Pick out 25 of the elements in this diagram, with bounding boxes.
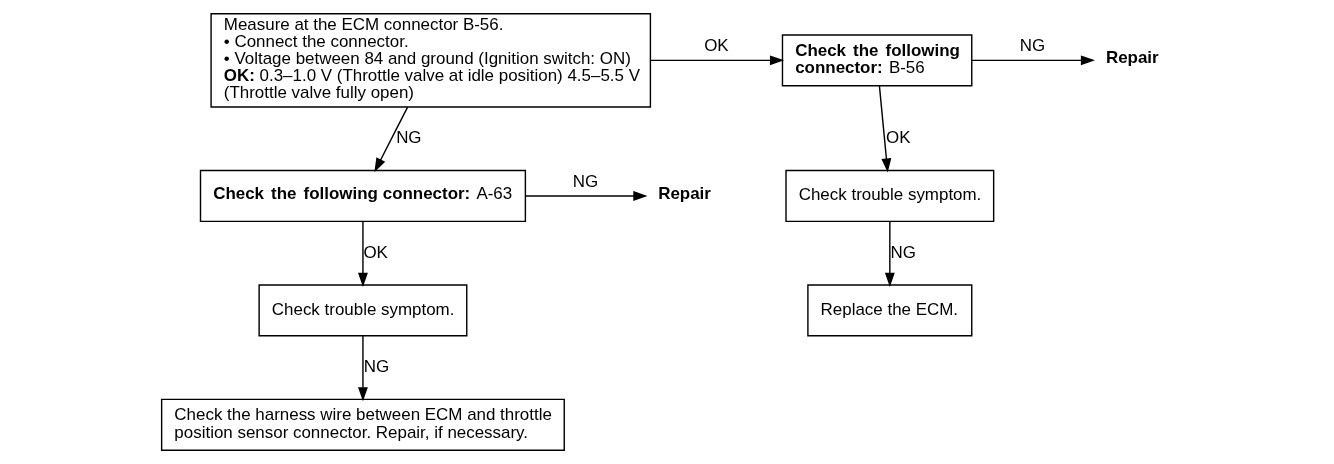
edge-label: OK	[704, 36, 729, 56]
edge-label: OK	[886, 128, 911, 148]
edge-label: NG	[1019, 36, 1046, 56]
edge-label: NG	[363, 356, 390, 376]
arrow	[524, 191, 648, 201]
node-text: Repair	[658, 183, 711, 203]
node-box: Check trouble symptom.	[258, 284, 468, 337]
arrow	[884, 220, 895, 287]
edge-label: NG	[890, 242, 916, 262]
arrow	[878, 85, 892, 173]
arrow	[971, 55, 1095, 66]
node-box: Check the following connector: B-56	[781, 34, 973, 87]
node-box: Check the following connector: A-63	[199, 169, 527, 223]
edge-label: OK	[363, 242, 388, 262]
edge-label: NG	[572, 171, 599, 191]
node-box: Check trouble symptom.	[785, 169, 995, 223]
arrow	[374, 106, 409, 173]
arrow	[358, 220, 368, 287]
node-box: Replace the ECM.	[807, 284, 973, 337]
arrow	[649, 55, 785, 66]
node-box: Measure at the ECM connector B-56. • Connect the connector. • Voltage between 84 and ground (Ignition switch: ON) OK: 0.3–1.0 V (Throttle valve at idle position) 4.5–5.5 V (Throttle valve fully open)	[210, 13, 652, 108]
arrow	[358, 335, 368, 402]
edge-label: NG	[396, 128, 422, 148]
node-text: Repair	[1105, 48, 1159, 68]
node-box: Check the harness wire between ECM and throttle position sensor connector. Repair, if necessary.	[160, 398, 565, 451]
